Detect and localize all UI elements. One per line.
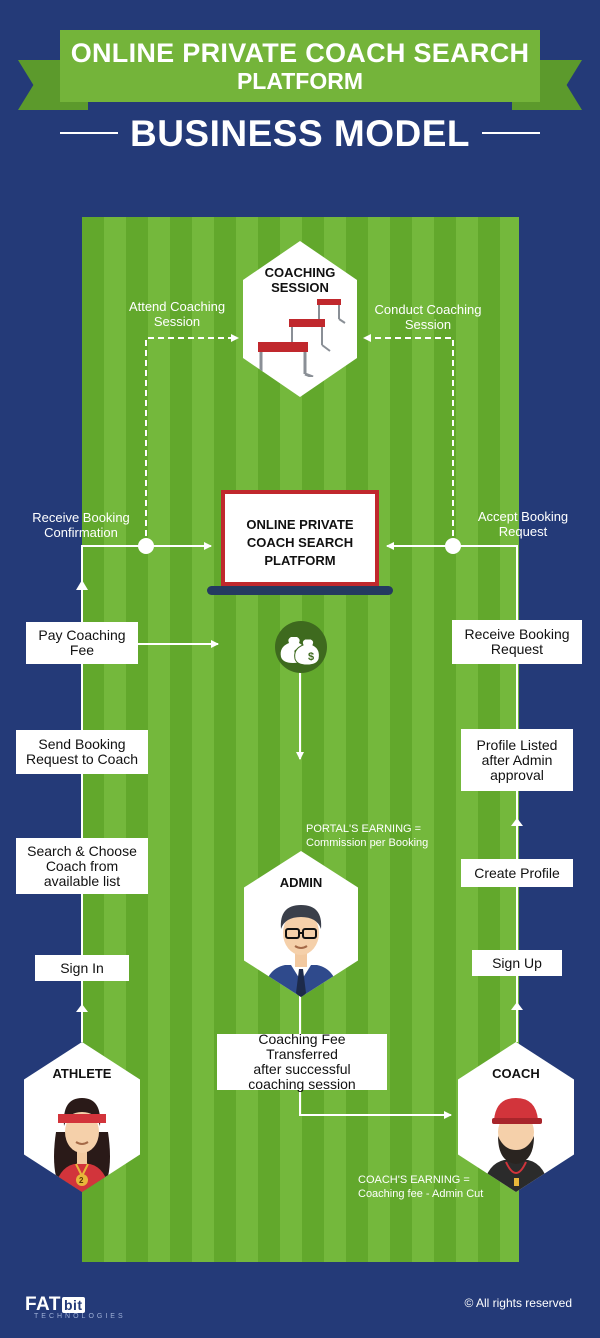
athlete-junction-dot [138,538,154,554]
platform-title-line1: ONLINE PRIVATE [246,517,354,532]
profile-listed-line2: after Admin [481,751,553,768]
coaching-session-node: COACHING SESSION [243,241,357,397]
coach-junction-dot [445,538,461,554]
payment-node: $ $ [275,621,327,673]
athlete-to-platform-connector [81,542,212,582]
sign-up-label: Sign Up [492,954,542,971]
admin-to-coach-connector [299,990,452,1119]
accept-request-label-line1: Accept Booking [477,509,569,524]
coach-arrow-profile [511,818,523,826]
athlete-title: ATHLETE [52,1066,112,1081]
hurdles-icon [258,299,346,377]
sign-up-step: Sign Up [472,950,562,976]
portal-earning-note: PORTAL'S EARNING = Commission per Bookin… [306,822,466,850]
logo-main-text: FAT [25,1294,61,1315]
platform-title-line2: COACH SEARCH [246,535,354,550]
coach-title: COACH [492,1066,540,1081]
profile-listed-line1: Profile Listed [476,736,558,753]
receive-confirmation-label-line2: Confirmation [44,525,118,540]
search-choose-line3: available list [43,872,121,889]
receive-request-line1: Receive Booking [464,626,570,642]
receive-request-step: Receive Booking Request [452,620,582,664]
coach-earning-line1: COACH'S EARNING = [358,1174,470,1186]
page-title-line1: ONLINE PRIVATE COACH SEARCH [70,38,530,68]
svg-text:$: $ [308,651,314,663]
coach-to-platform-connector [386,542,518,620]
subtitle-rule-left [60,132,118,134]
pay-fee-step: Pay Coaching Fee [26,622,138,664]
pay-fee-line2: Fee [69,642,95,658]
admin-title: ADMIN [279,875,323,890]
platform-title-line3: PLATFORM [264,553,336,568]
sign-in-step: Sign In [35,955,129,981]
conduct-session-label-line1: Conduct Coaching [374,302,482,317]
title-banner: ONLINE PRIVATE COACH SEARCH PLATFORM [60,30,540,102]
page-subtitle: BUSINESS MODEL [129,113,471,154]
attend-session-label-line2: Session [153,314,201,329]
pay-fee-line1: Pay Coaching [38,627,126,643]
receive-confirmation-label: Receive Booking Confirmation [20,510,142,540]
conduct-session-label-line2: Session [404,317,452,332]
send-request-line1: Send Booking [38,736,126,752]
search-choose-step: Search & Choose Coach from available lis… [16,838,148,894]
profile-listed-line3: approval [490,766,544,783]
money-bags-icon: $ $ [280,637,320,666]
coach-earning-note: COACH'S EARNING = Coaching fee - Admin C… [358,1173,528,1201]
receive-request-line2: Request [490,641,544,657]
coaching-session-title-line2: SESSION [271,280,329,295]
coach-arrow-signup [511,1002,523,1010]
page-title-line2: PLATFORM [236,68,364,94]
attend-session-label: Attend Coaching Session [112,299,242,329]
svg-text:2: 2 [79,1176,84,1185]
accept-request-label: Accept Booking Request [462,509,584,539]
search-choose-line1: Search & Choose [27,842,137,859]
attend-session-label-line1: Attend Coaching [128,299,226,314]
fee-transfer-step: Coaching Fee Transferred after successfu… [217,1031,387,1092]
fee-transfer-line3: coaching session [248,1076,356,1092]
platform-node: ONLINE PRIVATE COACH SEARCH PLATFORM [221,490,379,586]
sign-in-label: Sign In [60,959,104,976]
create-profile-step: Create Profile [461,859,573,887]
athlete-arrow-pay [76,580,88,590]
receive-confirmation-label-line1: Receive Booking [32,510,130,525]
monitor-stand [207,586,393,595]
portal-earning-line1: PORTAL'S EARNING = [306,823,422,835]
coaching-session-title-line1: COACHING [264,265,336,280]
portal-earning-line2: Commission per Booking [306,837,429,849]
send-request-step: Send Booking Request to Coach [16,730,148,774]
athlete-node: ATHLETE 2 [24,1042,140,1192]
subtitle-rule-right [482,132,540,134]
conduct-session-label: Conduct Coaching Session [363,302,493,332]
coach-earning-line2: Coaching fee - Admin Cut [358,1188,484,1200]
search-choose-line2: Coach from [45,857,119,874]
fee-transfer-line1: Coaching Fee Transferred [258,1031,346,1062]
profile-listed-step: Profile Listed after Admin approval [461,729,573,791]
copyright-text: © All rights reserved [464,1296,572,1310]
athlete-arrow-signin [76,1004,88,1012]
accept-request-label-line2: Request [498,524,548,539]
logo-bit-text: bit [61,1297,85,1313]
logo-subtitle: TECHNOLOGIES [34,1313,126,1320]
send-request-line2: Request to Coach [25,751,139,767]
platform-title: ONLINE PRIVATE COACH SEARCH PLATFORM [225,516,375,570]
create-profile-label: Create Profile [474,864,560,881]
fee-transfer-line2: after successful [253,1061,351,1077]
